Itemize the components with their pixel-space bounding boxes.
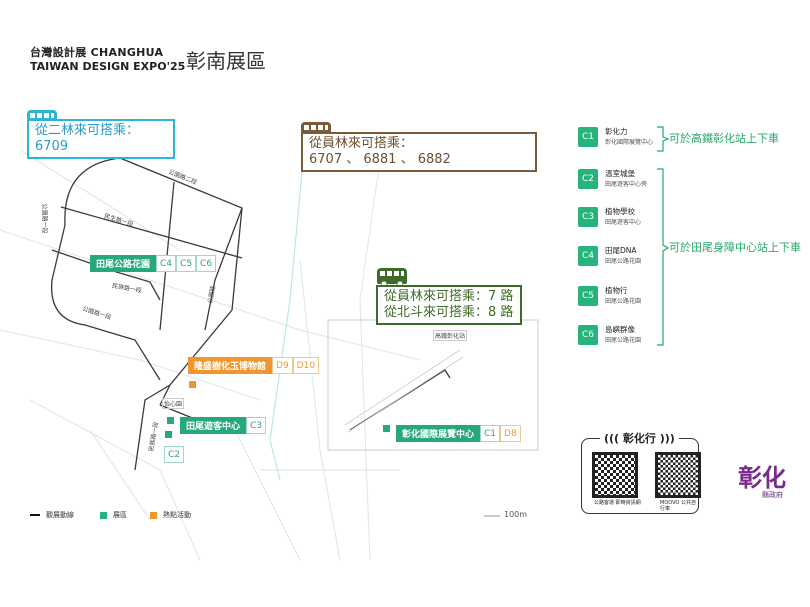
stop-title: 田尾DNA (605, 246, 637, 255)
hotspot-marker (189, 381, 196, 388)
county-logo: 彰化 (738, 463, 786, 492)
stop-badge: C4 (578, 246, 598, 266)
stop-badge: C1 (578, 127, 598, 147)
label-name: 隆盛樹化玉博物館 (188, 357, 273, 374)
stop-item-c6: C6 島嶼群像田尾公路花園 (578, 324, 641, 346)
map-label-visitor-center[interactable]: 田尾遊客中心 C3 (180, 417, 267, 434)
qr-panel-title: ((( 彰化行 ))) (600, 430, 679, 446)
route-line-icon (30, 514, 40, 516)
bus-info-erlin: 從二林來可搭乘： 6709 (27, 119, 175, 159)
label-code: D9 (272, 357, 293, 374)
stop-title: 島嶼群像 (605, 325, 635, 334)
qr-code-icon[interactable] (655, 452, 701, 498)
label-name: 田尾公路花園 (90, 255, 157, 272)
label-code: C6 (196, 255, 217, 272)
stop-sub: 田尾公路花園 (605, 337, 642, 344)
stop-sub: 田尾遊客中心 (605, 219, 642, 226)
stop-sub: 田尾公路花園 (605, 298, 642, 305)
stop-sub: 田尾公路花園 (605, 258, 642, 265)
stop-title: 植物行 (605, 286, 628, 295)
brand-line2: TAIWAN DESIGN EXPO'25 (30, 60, 186, 73)
legend-route: 觀展動線 (30, 510, 74, 520)
road-label: 怡心園 (162, 398, 185, 409)
stop-badge: C5 (578, 286, 598, 306)
bus-info-line: 從員林來可搭乘： (309, 136, 414, 151)
label-name: 彰化國際展覽中心 (396, 425, 481, 442)
stop-badge: C3 (578, 207, 598, 227)
legend-exhibit: 展區 (100, 510, 127, 520)
exhibit-square-icon (100, 511, 107, 519)
stop-badge: C2 (578, 169, 598, 189)
brand-line1: 台灣設計展 CHANGHUA (30, 46, 164, 59)
stop-title: 彰化力 (605, 127, 628, 136)
bus-info-line: 6707 、 6881 、 6882 (309, 152, 451, 167)
county-logo-sub: 縣政府 (762, 491, 783, 499)
bus-info-line: 從二林來可搭乘： (35, 123, 140, 138)
qr1-caption: 公路客運 即時資訊網 (594, 500, 641, 506)
stop-sub: 田尾遊客中心旁 (605, 181, 648, 188)
stop-title: 植物學校 (605, 207, 635, 216)
map-label-tianwei-garden[interactable]: 田尾公路花園 C4 C5 C6 (90, 255, 217, 272)
stop-item-c2: C2 溫室城堡田尾遊客中心旁 (578, 168, 647, 190)
bus-info-beidou: 從員林來可搭乘：7 路 從北斗來可搭乘：8 路 (376, 285, 522, 325)
label-code: D10 (292, 357, 320, 374)
stop-title: 溫室城堡 (605, 169, 635, 178)
stop-sub: 彰化國際展覽中心 (605, 139, 654, 146)
legend-hotspot: 熱點活動 (150, 510, 191, 520)
stop-badge: C6 (578, 325, 598, 345)
legend-label: 觀展動線 (46, 511, 74, 519)
stop-item-c3: C3 植物學校田尾遊客中心 (578, 206, 641, 228)
stop-item-c4: C4 田尾DNA 田尾公路花園 (578, 245, 641, 267)
hotspot-square-icon (150, 511, 157, 519)
label-code: C5 (176, 255, 197, 272)
map-label-museum[interactable]: 隆盛樹化玉博物館 D9 D10 (188, 357, 320, 374)
bus-icon (377, 268, 407, 287)
legend-label: 熱點活動 (163, 511, 191, 519)
legend-label: 展區 (113, 511, 127, 519)
stop-item-c1: C1 彰化力彰化國際展覽中心 (578, 126, 653, 148)
map-label-expo-center[interactable]: 彰化國際展覽中心 C1 D8 (396, 425, 521, 442)
exhibit-marker (167, 417, 174, 424)
bus-info-yuanlin: 從員林來可搭乘： 6707 、 6881 、 6882 (301, 132, 537, 172)
road-label: 高鐵彰化站 (433, 330, 468, 341)
bus-info-line: 6709 (35, 139, 69, 154)
label-code: C2 (164, 446, 185, 463)
label-code: D8 (500, 425, 521, 442)
label-code: C1 (480, 425, 501, 442)
stop-item-c5: C5 植物行田尾公路花園 (578, 285, 641, 307)
label-code: C4 (156, 255, 177, 272)
note-tianwei: 可於田尾身障中心站上下車 (669, 241, 801, 254)
scale-label: 100m (504, 510, 528, 519)
map-label-c2[interactable]: C2 (164, 446, 185, 463)
exhibit-marker (165, 431, 172, 438)
qr2-caption: MOOVO 公共自行車 (660, 500, 696, 512)
exhibit-marker (383, 425, 390, 432)
road-label: 公園路一段 (40, 203, 48, 234)
label-code: C3 (246, 417, 267, 434)
bus-info-line: 從員林來可搭乘：7 路 (384, 289, 514, 304)
region-title: 彰南展區 (186, 49, 266, 73)
label-name: 田尾遊客中心 (180, 417, 247, 434)
qr-title-text: 彰化行 (622, 432, 656, 445)
bracket-icons (657, 126, 670, 346)
qr-code-icon[interactable] (592, 452, 638, 498)
bus-info-line: 從北斗來可搭乘：8 路 (384, 305, 514, 320)
note-hsr: 可於高鐵彰化站上下車 (669, 132, 779, 145)
